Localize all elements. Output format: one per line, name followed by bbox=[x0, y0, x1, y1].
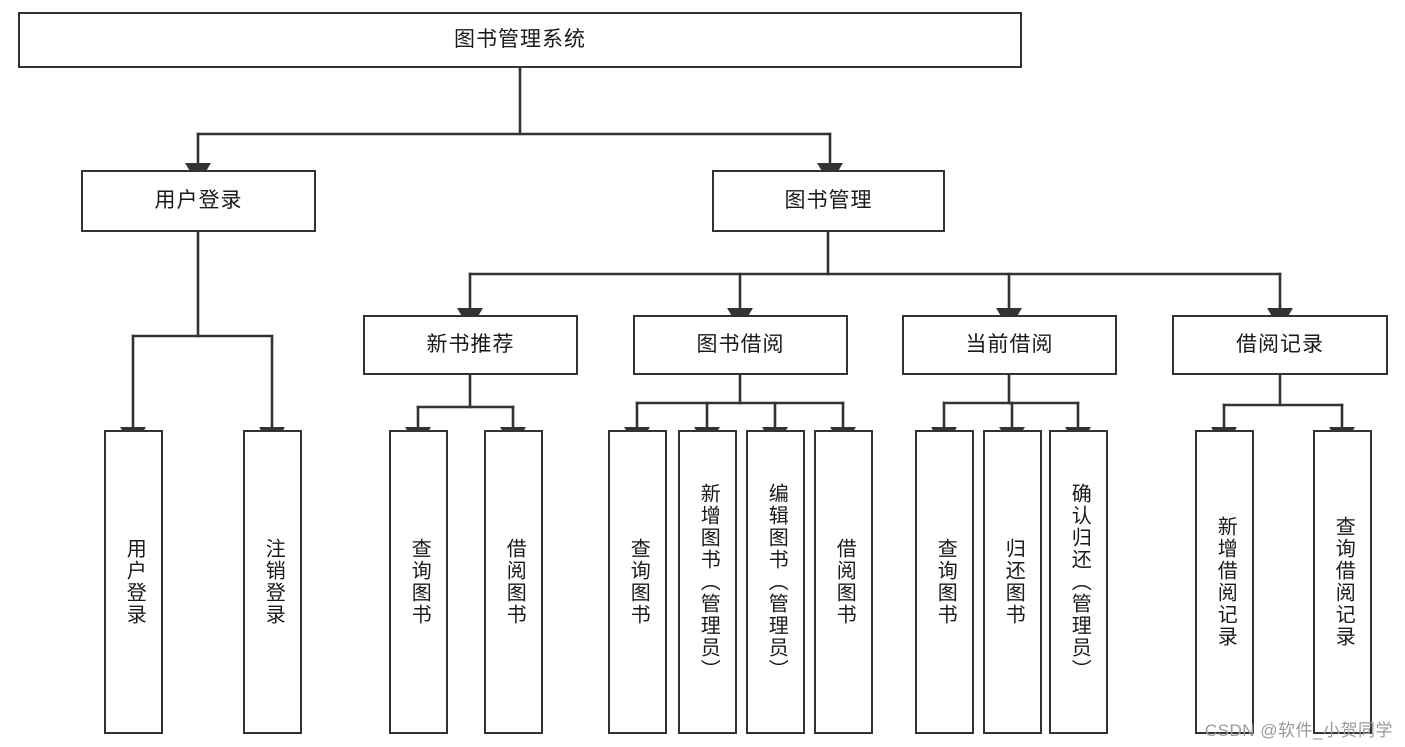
node-user-login[interactable]: 用户登录 bbox=[81, 170, 316, 232]
node-book-management[interactable]: 图书管理 bbox=[712, 170, 945, 232]
leaf-query-book-current[interactable]: 查询图书 bbox=[915, 430, 974, 734]
leaf-borrow-book-label: 借阅图书 bbox=[833, 538, 856, 626]
leaf-confirm-return-admin[interactable]: 确认归还（管理员） bbox=[1049, 430, 1108, 734]
leaf-add-borrow-record[interactable]: 新增借阅记录 bbox=[1195, 430, 1254, 734]
leaf-query-borrow-record-label: 查询借阅记录 bbox=[1332, 516, 1355, 648]
leaf-borrow-book-recommend-label: 借阅图书 bbox=[503, 538, 526, 626]
leaf-user-login[interactable]: 用户登录 bbox=[104, 430, 163, 734]
node-new-book-recommend-label: 新书推荐 bbox=[426, 333, 515, 357]
node-current-borrow[interactable]: 当前借阅 bbox=[902, 315, 1117, 375]
node-root-label: 图书管理系统 bbox=[454, 28, 586, 52]
leaf-query-book-recommend[interactable]: 查询图书 bbox=[389, 430, 448, 734]
node-book-borrow[interactable]: 图书借阅 bbox=[633, 315, 848, 375]
leaf-logout[interactable]: 注销登录 bbox=[243, 430, 302, 734]
node-book-management-label: 图书管理 bbox=[784, 189, 873, 213]
leaf-add-borrow-record-label: 新增借阅记录 bbox=[1214, 516, 1237, 648]
leaf-add-book-admin[interactable]: 新增图书（管理员） bbox=[678, 430, 737, 734]
leaf-query-book-recommend-label: 查询图书 bbox=[408, 538, 431, 626]
leaf-edit-book-admin-label: 编辑图书（管理员） bbox=[765, 483, 788, 681]
leaf-query-borrow-record[interactable]: 查询借阅记录 bbox=[1313, 430, 1372, 734]
leaf-query-book[interactable]: 查询图书 bbox=[608, 430, 667, 734]
leaf-logout-label: 注销登录 bbox=[262, 538, 285, 626]
leaf-return-book-label: 归还图书 bbox=[1002, 538, 1025, 626]
node-book-borrow-label: 图书借阅 bbox=[696, 333, 785, 357]
leaf-add-book-admin-label: 新增图书（管理员） bbox=[697, 483, 720, 681]
leaf-borrow-book-recommend[interactable]: 借阅图书 bbox=[484, 430, 543, 734]
leaf-edit-book-admin[interactable]: 编辑图书（管理员） bbox=[746, 430, 805, 734]
node-root[interactable]: 图书管理系统 bbox=[18, 12, 1022, 68]
watermark-text: CSDN @软件_小贺同学 bbox=[1204, 721, 1393, 740]
node-borrow-record[interactable]: 借阅记录 bbox=[1172, 315, 1388, 375]
node-new-book-recommend[interactable]: 新书推荐 bbox=[363, 315, 578, 375]
leaf-confirm-return-admin-label: 确认归还（管理员） bbox=[1068, 483, 1091, 681]
node-borrow-record-label: 借阅记录 bbox=[1236, 333, 1324, 357]
leaf-query-book-current-label: 查询图书 bbox=[934, 538, 957, 626]
node-user-login-label: 用户登录 bbox=[154, 189, 243, 213]
leaf-return-book[interactable]: 归还图书 bbox=[983, 430, 1042, 734]
leaf-user-login-label: 用户登录 bbox=[123, 538, 146, 626]
leaf-borrow-book[interactable]: 借阅图书 bbox=[814, 430, 873, 734]
node-current-borrow-label: 当前借阅 bbox=[965, 333, 1054, 357]
leaf-query-book-label: 查询图书 bbox=[627, 538, 650, 626]
